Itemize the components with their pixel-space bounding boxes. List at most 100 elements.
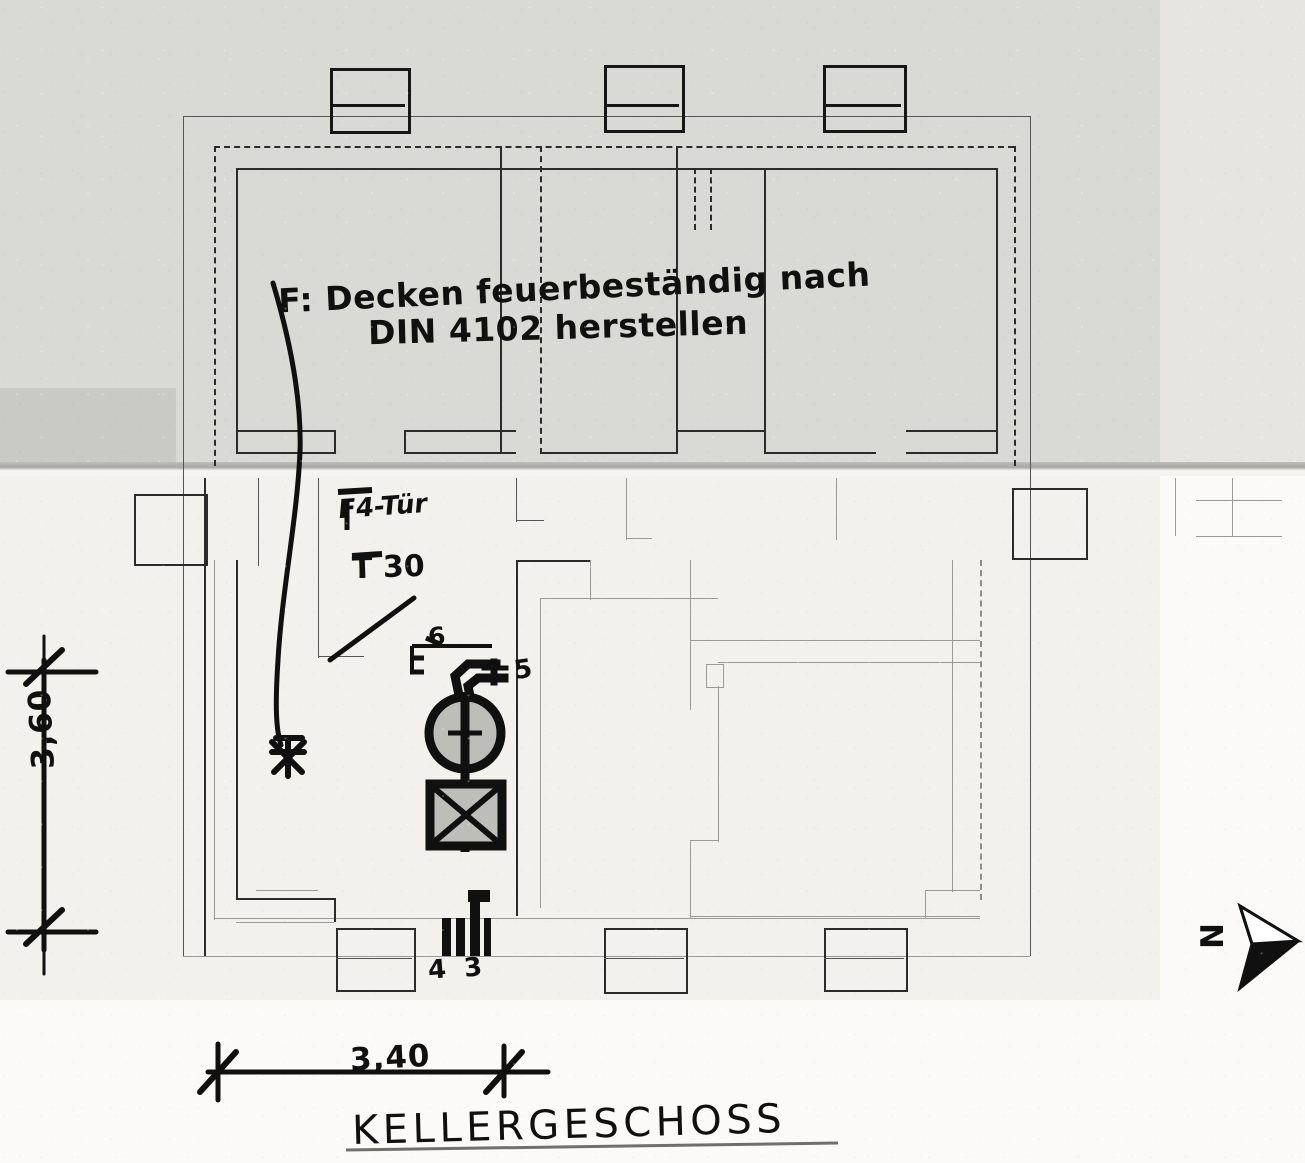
outer-wall-top (214, 146, 1014, 148)
partition-upper-3 (764, 168, 766, 454)
wall-stub-left-seam-b (318, 478, 319, 658)
door-head-3 (676, 430, 764, 432)
lower-partition-2-head (540, 598, 718, 599)
lower-right-wall-h (690, 916, 980, 917)
foundation-outline-left (183, 116, 184, 956)
fire-rating-label: T 30 (351, 548, 426, 587)
callout-label-6: 6 (426, 621, 447, 652)
foundation-outline-right (1030, 116, 1031, 956)
t30-leader-line (327, 595, 417, 663)
door-jamb-1 (334, 430, 336, 454)
edge-mark-right-d (1196, 536, 1282, 537)
lower-partition-1-head (516, 560, 590, 562)
pilaster-right-mid (1012, 488, 1088, 560)
paper-tone-left-patch (0, 388, 176, 474)
edge-mark-right (1175, 478, 1176, 536)
dimension-line-vertical (5, 634, 99, 976)
f4-tuer-overline (337, 487, 373, 495)
wall-stub-mid-seam-b (516, 520, 544, 521)
edge-mark-right-c (1196, 500, 1282, 501)
outer-wall-left-lower (214, 560, 215, 920)
lower-right-wall-f (690, 840, 718, 841)
wall-stub-mid3 (836, 478, 837, 540)
lower-right-wall-c (718, 662, 980, 663)
lower-partition-1 (516, 560, 518, 916)
heating-unit-box (425, 779, 507, 851)
dimension-label-horizontal: 3,40 (349, 1037, 432, 1079)
inner-wall-bottom-seg1 (236, 452, 334, 454)
lower-wall-bottom-seg1 (236, 898, 334, 900)
partition-stub-b (710, 168, 712, 230)
lower-right-wall-a (690, 560, 691, 705)
door-head-4 (906, 430, 998, 432)
callout-6-duct (410, 635, 492, 675)
lower-right-wall-b (690, 640, 980, 641)
inner-wall-bottom-seg3 (540, 452, 678, 454)
outer-wall-bottom (214, 918, 980, 919)
lower-right-column (706, 664, 724, 688)
pilaster-left-mid (134, 494, 208, 566)
dimension-label-vertical: 3,60 (21, 687, 62, 770)
lower-right-wall-g (690, 840, 691, 918)
inner-wall-bottom-seg5 (906, 452, 998, 454)
chimney-flue-4b (456, 918, 465, 956)
partition-upper-1b (540, 146, 542, 454)
wall-stub-mid-seam (516, 478, 517, 522)
found-left-lower (204, 478, 206, 956)
chimney-flue-3 (470, 892, 480, 956)
door-jamb-2 (404, 430, 406, 454)
boiler-symbol (424, 692, 506, 774)
partition-upper-1 (500, 146, 502, 454)
fire-door-label: F4-Tür (336, 488, 429, 526)
pilaster-top-1 (330, 68, 411, 134)
inner-wall-bottom-seg4 (764, 452, 876, 454)
door-jamb-3 (676, 430, 678, 454)
chimney-flue-cap (468, 890, 490, 902)
callout-label-5: 5 (512, 653, 535, 687)
wall-stub-left-seam-c (318, 656, 364, 657)
outer-wall-left-upper (214, 146, 216, 466)
foundation-outline-bottom (183, 956, 1030, 957)
pilaster-top-2 (604, 65, 685, 133)
pilaster-bottom-2 (604, 928, 688, 994)
inner-wall-right-upper (996, 168, 998, 454)
lower-right-wall-j (925, 890, 926, 918)
lower-partition-2-stub (590, 560, 591, 600)
partition-stub-a (694, 168, 696, 230)
pilaster-top-3 (823, 65, 907, 133)
scan-seam-artifact (0, 462, 1305, 476)
callout-label-3: 3 (462, 952, 484, 984)
north-arrow-icon (1237, 902, 1303, 993)
lower-right-wall-d (690, 700, 691, 710)
partition-upper-2 (676, 146, 678, 454)
door-jamb-4 (764, 430, 766, 454)
door-head-2 (404, 430, 516, 432)
wall-stub-mid2 (626, 478, 627, 540)
lower-wall-left (236, 560, 238, 900)
pilaster-top-2-ledge (604, 104, 679, 107)
paper-tone-right-margin (1160, 474, 1305, 1163)
paper-tone-upper-right (1160, 0, 1305, 474)
pilaster-bottom-1 (336, 928, 416, 992)
inner-wall-top (236, 168, 996, 170)
pilaster-bottom-2-ledge (604, 958, 684, 959)
pilaster-bottom-3 (824, 928, 908, 992)
edge-mark-right-b (1232, 478, 1233, 536)
lower-partition-2 (540, 598, 541, 908)
lower-wall-bottom-seg1b (236, 922, 334, 923)
chimney-flue-3b (484, 918, 491, 956)
pilaster-top-3-ledge (823, 104, 901, 107)
paper-tone-lower (0, 474, 1305, 1163)
lower-right-wall-e (718, 686, 719, 842)
outer-wall-right-upper (1014, 146, 1016, 466)
lower-right-wall-k (952, 560, 953, 892)
heating-unit-x-1 (432, 785, 500, 845)
lower-door-jamb-1 (334, 898, 336, 922)
pilaster-top-1-ledge (330, 104, 405, 107)
lower-left-stub (256, 890, 318, 891)
heating-unit-x-2 (432, 785, 500, 845)
inner-wall-left-upper (236, 168, 238, 454)
plan-title: KELLERGESCHOSS (351, 1095, 787, 1155)
wall-stub-mid2-b (626, 538, 652, 539)
